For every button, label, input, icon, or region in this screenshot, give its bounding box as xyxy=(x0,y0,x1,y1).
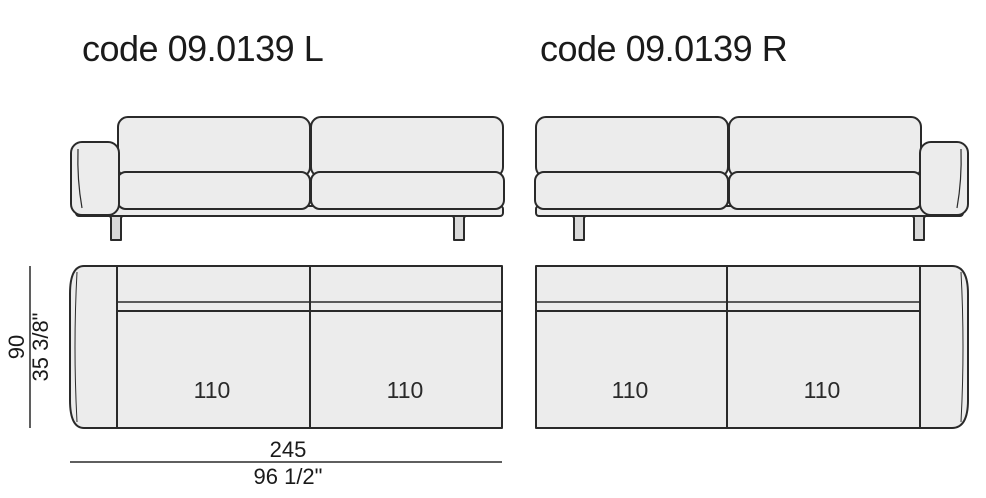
backrest-cushion xyxy=(728,116,922,178)
sofa-outline xyxy=(69,265,503,429)
depth-cm-label: 90 xyxy=(4,335,29,359)
front-view-left xyxy=(70,116,505,241)
seat-cushion xyxy=(534,171,729,210)
title-left-version: code 09.0139 L xyxy=(82,28,324,69)
backrest-cushion xyxy=(310,116,504,178)
seat-width-label: 110 xyxy=(387,377,424,403)
sofa-outline xyxy=(535,265,969,429)
armrest xyxy=(70,141,120,216)
seat-width-label: 110 xyxy=(612,377,649,403)
title-right-version: code 09.0139 R xyxy=(540,28,788,69)
backrest-cushion xyxy=(117,116,311,178)
sofa-leg xyxy=(106,209,469,241)
seat-width-label: 110 xyxy=(194,377,231,403)
seat-cushion xyxy=(116,171,311,210)
backrest-cushion xyxy=(535,116,729,178)
width-cm-label: 245 xyxy=(270,437,307,462)
armrest xyxy=(919,141,969,216)
seat-cushion xyxy=(310,171,505,210)
width-inch-label: 96 1/2" xyxy=(254,464,323,489)
top-view-right xyxy=(535,265,969,429)
front-view-right xyxy=(534,116,969,241)
top-view-left xyxy=(69,265,503,429)
depth-inch-label: 35 3/8" xyxy=(28,313,53,382)
seat-width-label: 110 xyxy=(804,377,841,403)
seat-cushion xyxy=(728,171,923,210)
